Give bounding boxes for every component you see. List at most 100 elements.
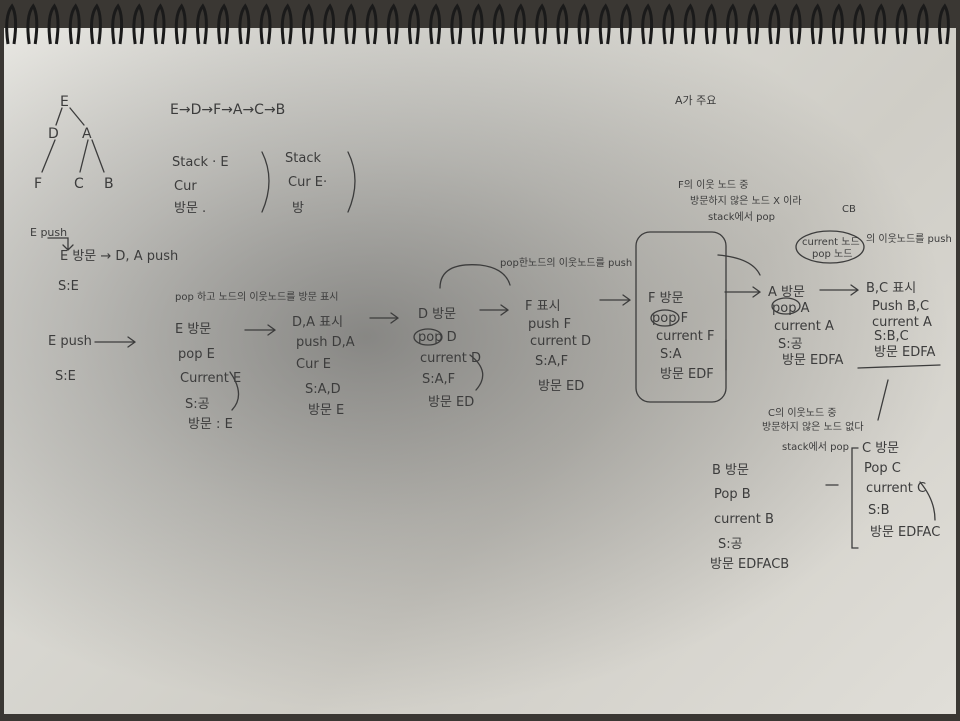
spiral-ring — [323, 3, 336, 45]
handwritten-text: pop E — [178, 347, 215, 362]
step-7: B,C 표시 Push B,C current A S:B,C 방문 EDFA — [866, 281, 936, 360]
handwritten-text: push F — [528, 317, 571, 332]
curved-arrow-icon — [229, 371, 240, 411]
handwritten-text: 방문 EDFA — [874, 345, 936, 360]
handwritten-text: current 노드 — [802, 236, 860, 248]
curved-arrow-icon — [717, 254, 761, 276]
handwritten-text: D 방문 — [418, 307, 456, 322]
handwritten-text: F 방문 — [648, 291, 684, 306]
handwritten-text: pop 노드 — [812, 248, 852, 260]
spiral-ring — [874, 3, 887, 45]
step-5: F 방문 pop F current F S:A 방문 EDF — [648, 291, 715, 382]
se-label: S:E — [58, 279, 79, 294]
spiral-ring — [747, 3, 760, 45]
spiral-ring — [725, 3, 738, 45]
handwritten-text: current F — [656, 329, 715, 344]
tree-node: B — [104, 176, 114, 192]
spiral-ring — [704, 3, 717, 45]
arrow-icon — [599, 294, 632, 306]
handwritten-text: S:A,D — [305, 382, 341, 397]
spiral-ring — [26, 3, 39, 45]
spiral-ring — [619, 3, 632, 45]
handwritten-text: S:공 — [185, 397, 210, 412]
start-text: S:E — [55, 369, 76, 384]
spiral-ring — [259, 3, 272, 45]
spiral-ring — [683, 3, 696, 45]
tree-node: A — [82, 126, 92, 142]
spiral-ring — [47, 3, 60, 45]
stack-line: 방 — [292, 201, 304, 216]
spiral-ring — [810, 3, 823, 45]
handwritten-text: current B — [714, 512, 774, 527]
spiral-ring — [174, 3, 187, 45]
underline — [857, 364, 941, 369]
stack-line: Stack · E — [172, 155, 229, 170]
stack-line: Cur — [174, 179, 197, 194]
step-8: C 방문 Pop C current C S:B 방문 EDFAC — [862, 441, 940, 540]
tree-edge — [41, 139, 56, 173]
spiral-ring — [937, 3, 950, 45]
tree-edge — [69, 107, 85, 126]
step-1: E 방문 pop E Current E S:공 방문 : E — [175, 322, 241, 432]
handwritten-text: pop A — [772, 301, 810, 316]
spiral-ring — [916, 3, 929, 45]
spiral-ring — [895, 3, 908, 45]
stack-line: Stack — [285, 151, 321, 166]
handwritten-text: Pop B — [714, 487, 751, 502]
handwritten-text: 방문 EDFAC — [870, 525, 940, 540]
e-push-label: E push — [30, 226, 67, 239]
ink-mark — [41, 107, 941, 549]
handwritten-text: C 방문 — [862, 441, 899, 456]
bracket — [261, 151, 270, 213]
stack-line: Cur E· — [288, 175, 327, 190]
handwritten-text: 방문하지 않은 노드 없다 — [762, 420, 864, 433]
step3-note: pop한노드의 이웃노드를 push — [500, 257, 632, 269]
step-9: B 방문 Pop B current B S:공 방문 EDFACB — [710, 463, 789, 572]
handwritten-text: S:공 — [718, 537, 743, 552]
spiral-ring — [132, 3, 145, 45]
handwritten-text: push D,A — [296, 335, 355, 350]
handwritten-text: current D — [530, 334, 591, 349]
spiral-ring — [471, 3, 484, 45]
spiral-ring — [492, 3, 505, 45]
handwritten-text: S:B — [868, 503, 890, 518]
arrow-icon — [819, 284, 860, 296]
circle-mark — [771, 297, 801, 315]
handwritten-text: S:B,C — [874, 329, 909, 344]
spiral-ring — [429, 3, 442, 45]
curved-arrow-icon — [439, 264, 511, 289]
highlight-box — [635, 231, 727, 403]
spiral-ring — [195, 3, 208, 45]
handwritten-text: 방문 : E — [188, 417, 233, 432]
tree-node: D — [48, 126, 59, 142]
spiral-ring — [513, 3, 526, 45]
spiral-ring — [301, 3, 314, 45]
visit-line: E 방문 → D, A push — [60, 249, 178, 264]
step-3: D 방문 pop D current D S:A,F 방문 ED — [418, 307, 481, 410]
spiral-ring — [853, 3, 866, 45]
handwritten-text: current A — [872, 315, 932, 330]
step-6-note: CB current 노드 pop 노드 의 이웃노드를 push — [802, 204, 952, 260]
spiral-ring — [407, 3, 420, 45]
handwritten-text: Pop C — [864, 461, 901, 476]
spiral-ring — [280, 3, 293, 45]
step-4: F 표시 push F current D S:A,F 방문 ED — [525, 299, 591, 394]
handwritten-text: Push B,C — [872, 299, 929, 314]
circle-mark — [413, 328, 443, 346]
curved-arrow-icon — [919, 481, 936, 521]
start-text: E push — [48, 334, 92, 349]
handwritten-text: 방문 EDFACB — [710, 557, 789, 572]
arrow-icon — [479, 304, 510, 316]
handwritten-text: CB — [842, 204, 856, 215]
handwritten-text: S:A — [660, 347, 682, 362]
handwritten-text: pop F — [652, 311, 688, 326]
spiral-ring — [598, 3, 611, 45]
spiral-ring — [68, 3, 81, 45]
spiral-ring — [217, 3, 230, 45]
arrow-icon — [724, 286, 762, 298]
spiral-ring — [450, 3, 463, 45]
handwritten-text: B,C 표시 — [866, 281, 916, 296]
spiral-ring — [789, 3, 802, 45]
tree-edge — [79, 139, 89, 173]
